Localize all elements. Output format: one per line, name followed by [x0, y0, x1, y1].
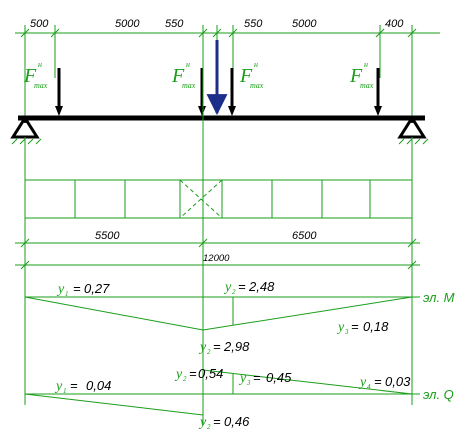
svg-text:1: 1 [63, 387, 67, 395]
dim-550-left: 550 [165, 18, 184, 30]
svg-text:н: н [254, 60, 258, 69]
svg-text:max: max [182, 81, 196, 90]
m-ordinate-2-top: y 2 = 2,48 [223, 279, 275, 296]
svg-text:y: y [223, 280, 232, 295]
svg-text:0,46: 0,46 [224, 414, 250, 429]
dim-550-right: 550 [244, 18, 263, 30]
svg-text:2: 2 [207, 423, 211, 431]
svg-text:н: н [364, 60, 368, 69]
svg-text:F: F [349, 65, 363, 87]
force-label-4: F н max [349, 60, 374, 90]
svg-text:0,45: 0,45 [266, 370, 292, 385]
svg-text:=: = [253, 370, 261, 385]
svg-text:y: y [198, 340, 207, 355]
q-ordinate-2-top: y 2 = 0,54 [174, 366, 223, 383]
dim-500: 500 [30, 18, 49, 30]
svg-text:0,04: 0,04 [86, 378, 111, 393]
right-support [397, 115, 429, 145]
q-ordinate-1: y 1 = 0,04 [54, 378, 111, 395]
svg-text:н: н [38, 60, 42, 69]
dim-12000: 12000 [203, 253, 230, 264]
svg-text:2: 2 [207, 348, 211, 356]
svg-text:y: y [56, 282, 65, 297]
svg-text:y: y [238, 371, 247, 386]
m-ordinate-2-bottom: y 2 = 2,98 [198, 339, 250, 356]
svg-text:1: 1 [65, 290, 69, 298]
svg-text:=: = [351, 319, 359, 334]
svg-text:0,27: 0,27 [84, 281, 110, 296]
svg-text:y: y [54, 379, 63, 394]
svg-text:2: 2 [183, 375, 187, 383]
svg-text:=: = [213, 414, 221, 429]
q-ordinate-2-bottom: y 2 = 0,46 [198, 414, 250, 431]
svg-text:2,98: 2,98 [223, 339, 250, 354]
opening-cross [179, 179, 223, 219]
q-ordinate-4: y 4 = 0,03 [358, 374, 411, 391]
svg-text:4: 4 [367, 383, 371, 391]
svg-text:=: = [238, 279, 246, 294]
svg-text:3: 3 [344, 328, 349, 336]
left-support [10, 115, 42, 145]
dim-400: 400 [385, 18, 404, 30]
influence-line-m [24, 296, 420, 331]
svg-text:=: = [213, 339, 221, 354]
force-arrows [55, 68, 382, 116]
svg-text:y: y [336, 320, 345, 335]
m-ordinate-1: y 1 = 0,27 [56, 281, 110, 298]
svg-text:=: = [73, 281, 81, 296]
svg-text:max: max [360, 81, 374, 90]
svg-text:3: 3 [246, 379, 251, 387]
q-ordinate-3: y 3 = 0,45 [238, 370, 292, 387]
svg-text:y: y [174, 367, 183, 382]
svg-text:2: 2 [232, 288, 236, 296]
svg-text:max: max [250, 81, 264, 90]
force-label-2: F н max [171, 60, 196, 90]
shear-line-label: эл. Q [423, 387, 454, 402]
influence-line-q [24, 369, 420, 416]
dim-5000-right: 5000 [292, 18, 317, 30]
svg-text:max: max [34, 81, 48, 90]
svg-text:0,03: 0,03 [385, 374, 411, 389]
svg-text:2,48: 2,48 [248, 279, 275, 294]
svg-text:F: F [23, 65, 37, 87]
svg-text:F: F [239, 65, 253, 87]
top-dimension-chain [15, 25, 440, 118]
svg-text:0,18: 0,18 [363, 319, 389, 334]
force-label-3: F н max [239, 60, 264, 90]
svg-text:=: = [70, 378, 78, 393]
svg-text:0,54: 0,54 [198, 366, 223, 381]
floor-grid [24, 179, 413, 219]
moment-line-label: эл. M [423, 290, 455, 305]
svg-text:y: y [358, 375, 367, 390]
m-ordinate-3: y 3 = 0,18 [336, 319, 389, 336]
bottom-dimension-chain [15, 238, 420, 270]
svg-text:=: = [374, 374, 382, 389]
dim-5500: 5500 [95, 230, 120, 242]
dim-6500: 6500 [292, 230, 317, 242]
dim-5000-left: 5000 [115, 18, 140, 30]
force-label-1: F н max [23, 60, 48, 90]
svg-text:F: F [171, 65, 185, 87]
svg-text:н: н [186, 60, 190, 69]
svg-text:=: = [189, 366, 197, 381]
svg-text:y: y [198, 415, 207, 430]
